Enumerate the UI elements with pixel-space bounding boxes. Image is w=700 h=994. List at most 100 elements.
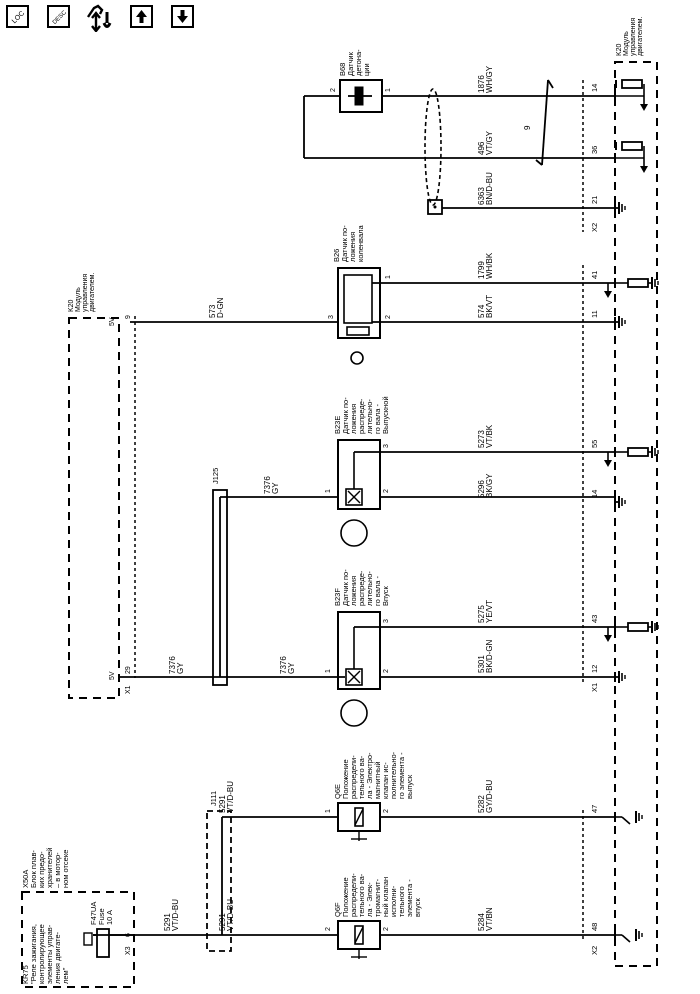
wire-5273-label-color: VT/BK [485, 424, 494, 448]
label-line: го вала - [373, 403, 382, 434]
pin-p11: 11 [590, 310, 599, 318]
label-line: го вала - [373, 575, 382, 606]
wire-1799-label-color: WH/BK [485, 252, 494, 279]
wire-5275-label-number: 5275 [477, 605, 486, 623]
b68-pin-1: 1 [385, 88, 392, 92]
wire-5284-label-number: 5284 [477, 913, 486, 931]
b23e-pin-1: 1 [325, 489, 332, 493]
pull-resistor-icon [627, 622, 649, 632]
ground-icon [618, 671, 626, 683]
label-line: управления [82, 274, 89, 312]
j125-splice-box [212, 489, 228, 686]
b23e-pin-2: 2 [383, 489, 390, 493]
label-line: тельного [397, 886, 406, 917]
pin-p14a: 14 [590, 84, 599, 92]
b23f-hall-x [347, 670, 361, 684]
label-line: Положение [341, 877, 350, 917]
label-line: распредели- [349, 873, 358, 917]
b23e-reluctor-icon [340, 519, 368, 547]
ground-icon [651, 621, 659, 633]
label-line: ложения [348, 232, 357, 262]
label-line: двигателем. [89, 273, 96, 312]
label-line: ции [362, 63, 371, 76]
b26-magnet-icon [346, 326, 370, 336]
b23f-reluctor-icon [340, 699, 368, 727]
pin-p12: 12 [590, 665, 599, 673]
label-line: Впуск [381, 586, 390, 606]
label-line: X50A [21, 870, 30, 888]
label-line: ла - Электро- [365, 752, 374, 799]
k20-module-right-outline [614, 61, 658, 967]
b23e-hall-x [347, 490, 361, 504]
label-line: исполни- [389, 885, 398, 917]
label-line: 10 A [105, 910, 114, 925]
label-line: распреде- [357, 570, 366, 606]
label-line: ления двигате- [53, 931, 62, 984]
label-line: Датчик по- [340, 225, 349, 262]
label-line: Датчик по- [341, 397, 350, 434]
arrow-down-button[interactable] [171, 5, 194, 28]
loc-button[interactable]: LOC [6, 5, 29, 28]
ground-icon [618, 202, 626, 214]
q6f-coil-slash [354, 926, 364, 944]
wire-5282-label-number: 5282 [477, 795, 486, 813]
shield-drain-box [427, 199, 443, 215]
input-arrow-icon [640, 104, 648, 111]
wire-6363-label-color: BN/D-BU [485, 172, 494, 205]
label-line: Fuse [97, 908, 106, 925]
connector-x2-top: X2 [590, 223, 599, 232]
pin-p36: 36 [590, 146, 599, 154]
label-line: магнитный [373, 761, 382, 799]
label-line: тельного ва- [357, 755, 366, 799]
k20-left-5v-top: 5V [109, 317, 116, 326]
arrow-up-button[interactable] [130, 5, 153, 28]
label-line: распреде- [357, 398, 366, 434]
ground-icon [651, 446, 659, 458]
q6e-pin-a: 1 [325, 809, 332, 813]
wire-574-label-number: 574 [477, 304, 486, 318]
connector-x2-bottom: X2 [590, 946, 599, 955]
wire-496-label-color: VT/GY [485, 130, 494, 155]
q6e-pin-b: 2 [383, 809, 390, 813]
label-line: лительно- [365, 399, 374, 434]
q6f-pin-a: 2 [325, 927, 332, 931]
b26-pin-2: 2 [385, 315, 392, 319]
label-line: B26 [332, 249, 341, 262]
label-line: K20 [616, 43, 623, 56]
desc-button[interactable]: DESC [47, 5, 70, 28]
label-line: Q6E [333, 784, 342, 799]
diagnostic-tool-button[interactable] [86, 4, 116, 33]
ground-icon [618, 316, 626, 328]
twisted-pair-tick [547, 79, 554, 89]
driver-switch-icon [621, 934, 631, 943]
label-line: управления [630, 18, 637, 56]
b26-sensor-box [337, 267, 381, 339]
label-line: ном отсеке [61, 850, 70, 888]
bias-resistor-icon [621, 79, 643, 89]
loc-icon: LOC [11, 10, 26, 25]
label-line: тромагнит- [373, 878, 382, 917]
pin-p48: 48 [590, 923, 599, 931]
b26-pin-1: 1 [385, 275, 392, 279]
pin-p55: 55 [590, 440, 599, 448]
k20-left-pin-29: 29 [125, 666, 132, 674]
wire-1799-label-number: 1799 [477, 261, 486, 279]
wire-7376-right-label-color: GY [287, 662, 296, 674]
wire-6363-label-number: 6363 [477, 187, 486, 205]
wire-573-label-number: 573 [208, 304, 217, 318]
label-line: двигателем. [637, 17, 644, 56]
driver-switch-icon [621, 816, 631, 825]
label-line: выпуск [405, 774, 414, 799]
b26-pin-3: 3 [328, 315, 335, 319]
fuse-connector-x3: X3 [125, 946, 132, 955]
label-line: элементы управ- [45, 924, 54, 984]
label-line: B23F [333, 588, 342, 606]
wire-5301-label-color: BK/D-GN [485, 639, 494, 673]
wire-7376-left-label-color: GY [176, 662, 185, 674]
